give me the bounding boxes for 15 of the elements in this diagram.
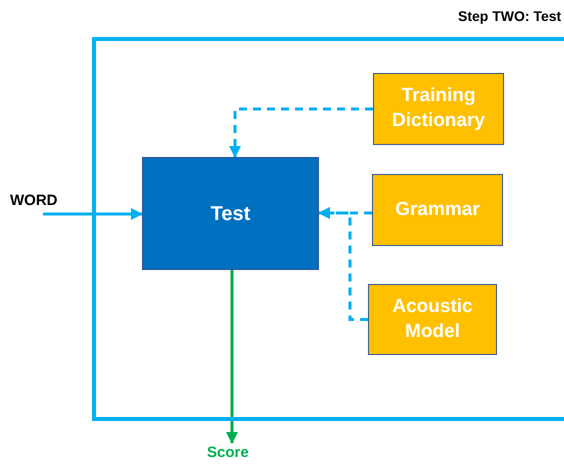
process-box [142,157,319,270]
box-label: Grammar [395,198,480,222]
arrow [318,207,368,321]
input-label: WORD [10,191,58,211]
resource-box [372,174,503,246]
output-label: Score [207,443,249,463]
frame-title: Step TWO: Test [458,8,562,24]
box-label: Acoustic Model [391,294,474,344]
arrow [229,108,373,158]
box-label: Training Dictionary [391,84,486,133]
box-label: Test [210,202,250,226]
resource-box [373,73,504,145]
arrow [226,270,238,444]
arrow [43,208,143,220]
resource-box [368,284,497,355]
